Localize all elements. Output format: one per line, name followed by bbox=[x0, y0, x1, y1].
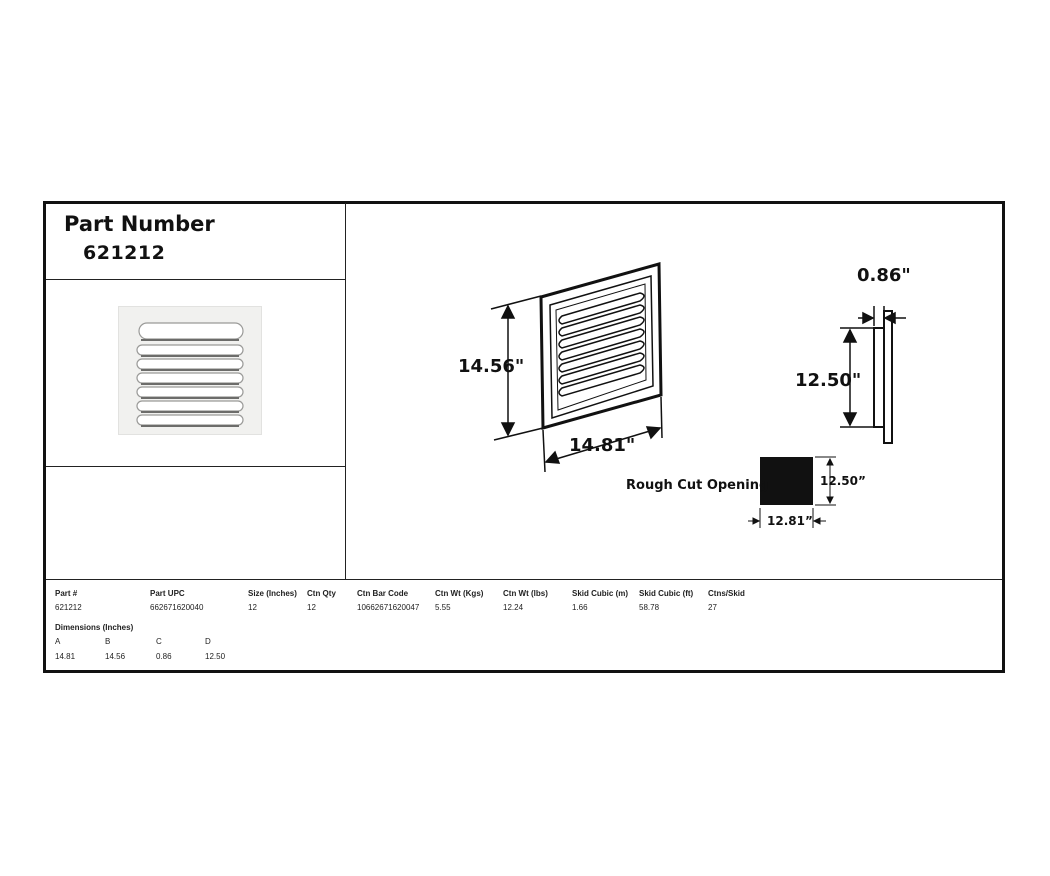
side-depth-label: 0.86" bbox=[857, 265, 911, 286]
dimension-value-b: 14.56 bbox=[105, 652, 126, 661]
rough-cut-width-label: 12.81” bbox=[767, 514, 813, 528]
front-view bbox=[539, 262, 663, 430]
rough-cut-label: Rough Cut Opening bbox=[626, 478, 769, 493]
spec-header-upc: Part UPC bbox=[150, 589, 185, 598]
spec-value-upc: 662671620040 bbox=[150, 603, 204, 612]
spec-header-ctn-qty: Ctn Qty bbox=[307, 589, 336, 598]
table-divider bbox=[46, 579, 1002, 580]
spec-value-ctns-skid: 27 bbox=[708, 603, 717, 612]
height-dimension bbox=[490, 295, 544, 441]
spec-value-wt-lbs: 12.24 bbox=[503, 603, 524, 612]
dimension-header-a: A bbox=[55, 637, 61, 646]
spec-header-ctns-skid: Ctns/Skid bbox=[708, 589, 745, 598]
spec-header-skid-m: Skid Cubic (m) bbox=[572, 589, 629, 598]
photo-divider bbox=[46, 466, 345, 467]
dimension-value-a: 14.81 bbox=[55, 652, 76, 661]
dimension-value-c: 0.86 bbox=[156, 652, 172, 661]
dimension-header-b: B bbox=[105, 637, 111, 646]
spec-header-wt-lbs: Ctn Wt (lbs) bbox=[503, 589, 548, 598]
spec-value-part: 621212 bbox=[55, 603, 82, 612]
rough-cut-height-label: 12.50” bbox=[820, 474, 866, 488]
spec-header-wt-kg: Ctn Wt (Kgs) bbox=[435, 589, 484, 598]
spec-value-wt-kg: 5.55 bbox=[435, 603, 451, 612]
front-height-label: 14.56" bbox=[458, 356, 525, 377]
front-view-louvers bbox=[558, 292, 645, 397]
part-number-value: 621212 bbox=[83, 242, 166, 264]
side-depth-dimension bbox=[858, 306, 906, 326]
side-height-dimension bbox=[840, 327, 874, 428]
spec-value-ctn-qty: 12 bbox=[307, 603, 316, 612]
spec-header-part: Part # bbox=[55, 589, 78, 598]
spec-header-skid-ft: Skid Cubic (ft) bbox=[639, 589, 694, 598]
spec-value-size: 12 bbox=[248, 603, 257, 612]
spec-value-barcode: 10662671620047 bbox=[357, 603, 420, 612]
spec-header-barcode: Ctn Bar Code bbox=[357, 589, 409, 598]
spec-value-skid-m: 1.66 bbox=[572, 603, 588, 612]
spec-sheet-frame bbox=[43, 201, 1005, 673]
product-photo bbox=[118, 306, 262, 435]
louver-vent-image bbox=[136, 322, 244, 427]
part-number-title: Part Number bbox=[64, 212, 215, 236]
front-width-label: 14.81" bbox=[569, 435, 636, 456]
dimension-value-d: 12.50 bbox=[205, 652, 226, 661]
width-dimension bbox=[542, 396, 663, 473]
dimension-header-c: C bbox=[156, 637, 162, 646]
rough-cut-dimensions bbox=[748, 456, 836, 528]
dimension-header-d: D bbox=[205, 637, 211, 646]
side-view bbox=[873, 310, 893, 444]
spec-header-size: Size (Inches) bbox=[248, 589, 297, 598]
header-divider bbox=[46, 279, 345, 280]
spec-value-skid-ft: 58.78 bbox=[639, 603, 660, 612]
side-height-label: 12.50" bbox=[795, 370, 862, 391]
rough-cut-swatch bbox=[760, 457, 813, 505]
left-column-divider bbox=[345, 203, 346, 579]
dimensions-title: Dimensions (Inches) bbox=[55, 623, 134, 632]
